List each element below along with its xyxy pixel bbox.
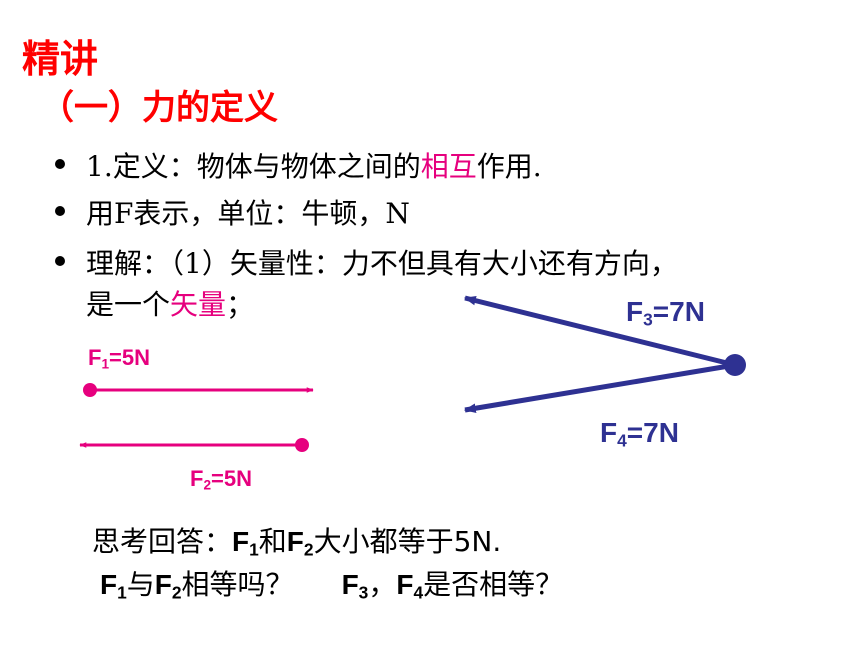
label-f2: F2=5N bbox=[190, 466, 253, 493]
label-f3: F3=7N bbox=[626, 296, 705, 330]
bullet-understanding: 理解：（1）矢量性：力不但具有大小还有方向， bbox=[86, 247, 678, 280]
vector-suffix: ； bbox=[226, 288, 255, 321]
definition-text: 1.定义：物体与物体之间的 bbox=[86, 150, 421, 183]
label-f1: F1=5N bbox=[88, 345, 151, 372]
vector-highlight: 矢量 bbox=[170, 288, 227, 321]
section-heading: （一）力的定义 bbox=[40, 88, 278, 128]
bullet-dot bbox=[55, 256, 65, 266]
label-f4: F4=7N bbox=[600, 417, 679, 451]
definition-suffix: 作用. bbox=[476, 150, 542, 183]
definition-highlight: 相互 bbox=[420, 150, 477, 183]
bullet-unit: 用F表示，单位：牛顿，N bbox=[86, 197, 410, 230]
bullet-understanding-cont: 是一个矢量； bbox=[86, 283, 254, 323]
bullet-definition: 1.定义：物体与物体之间的相互作用. bbox=[86, 145, 542, 185]
bullet-dot bbox=[55, 206, 65, 216]
slide-title: 精讲 bbox=[22, 37, 99, 81]
question-line-1: 思考回答：F1和F2大小都等于5N. bbox=[92, 525, 502, 560]
vector-f3 bbox=[463, 295, 736, 368]
vector-f1 bbox=[83, 383, 314, 397]
bullet-dot bbox=[55, 159, 65, 169]
vector-f4 bbox=[463, 354, 746, 413]
vector-text: 是一个 bbox=[86, 288, 171, 321]
question-line-2: F1与F2相等吗？F3，F4是否相等？ bbox=[100, 568, 564, 603]
vector-f2 bbox=[79, 438, 309, 452]
